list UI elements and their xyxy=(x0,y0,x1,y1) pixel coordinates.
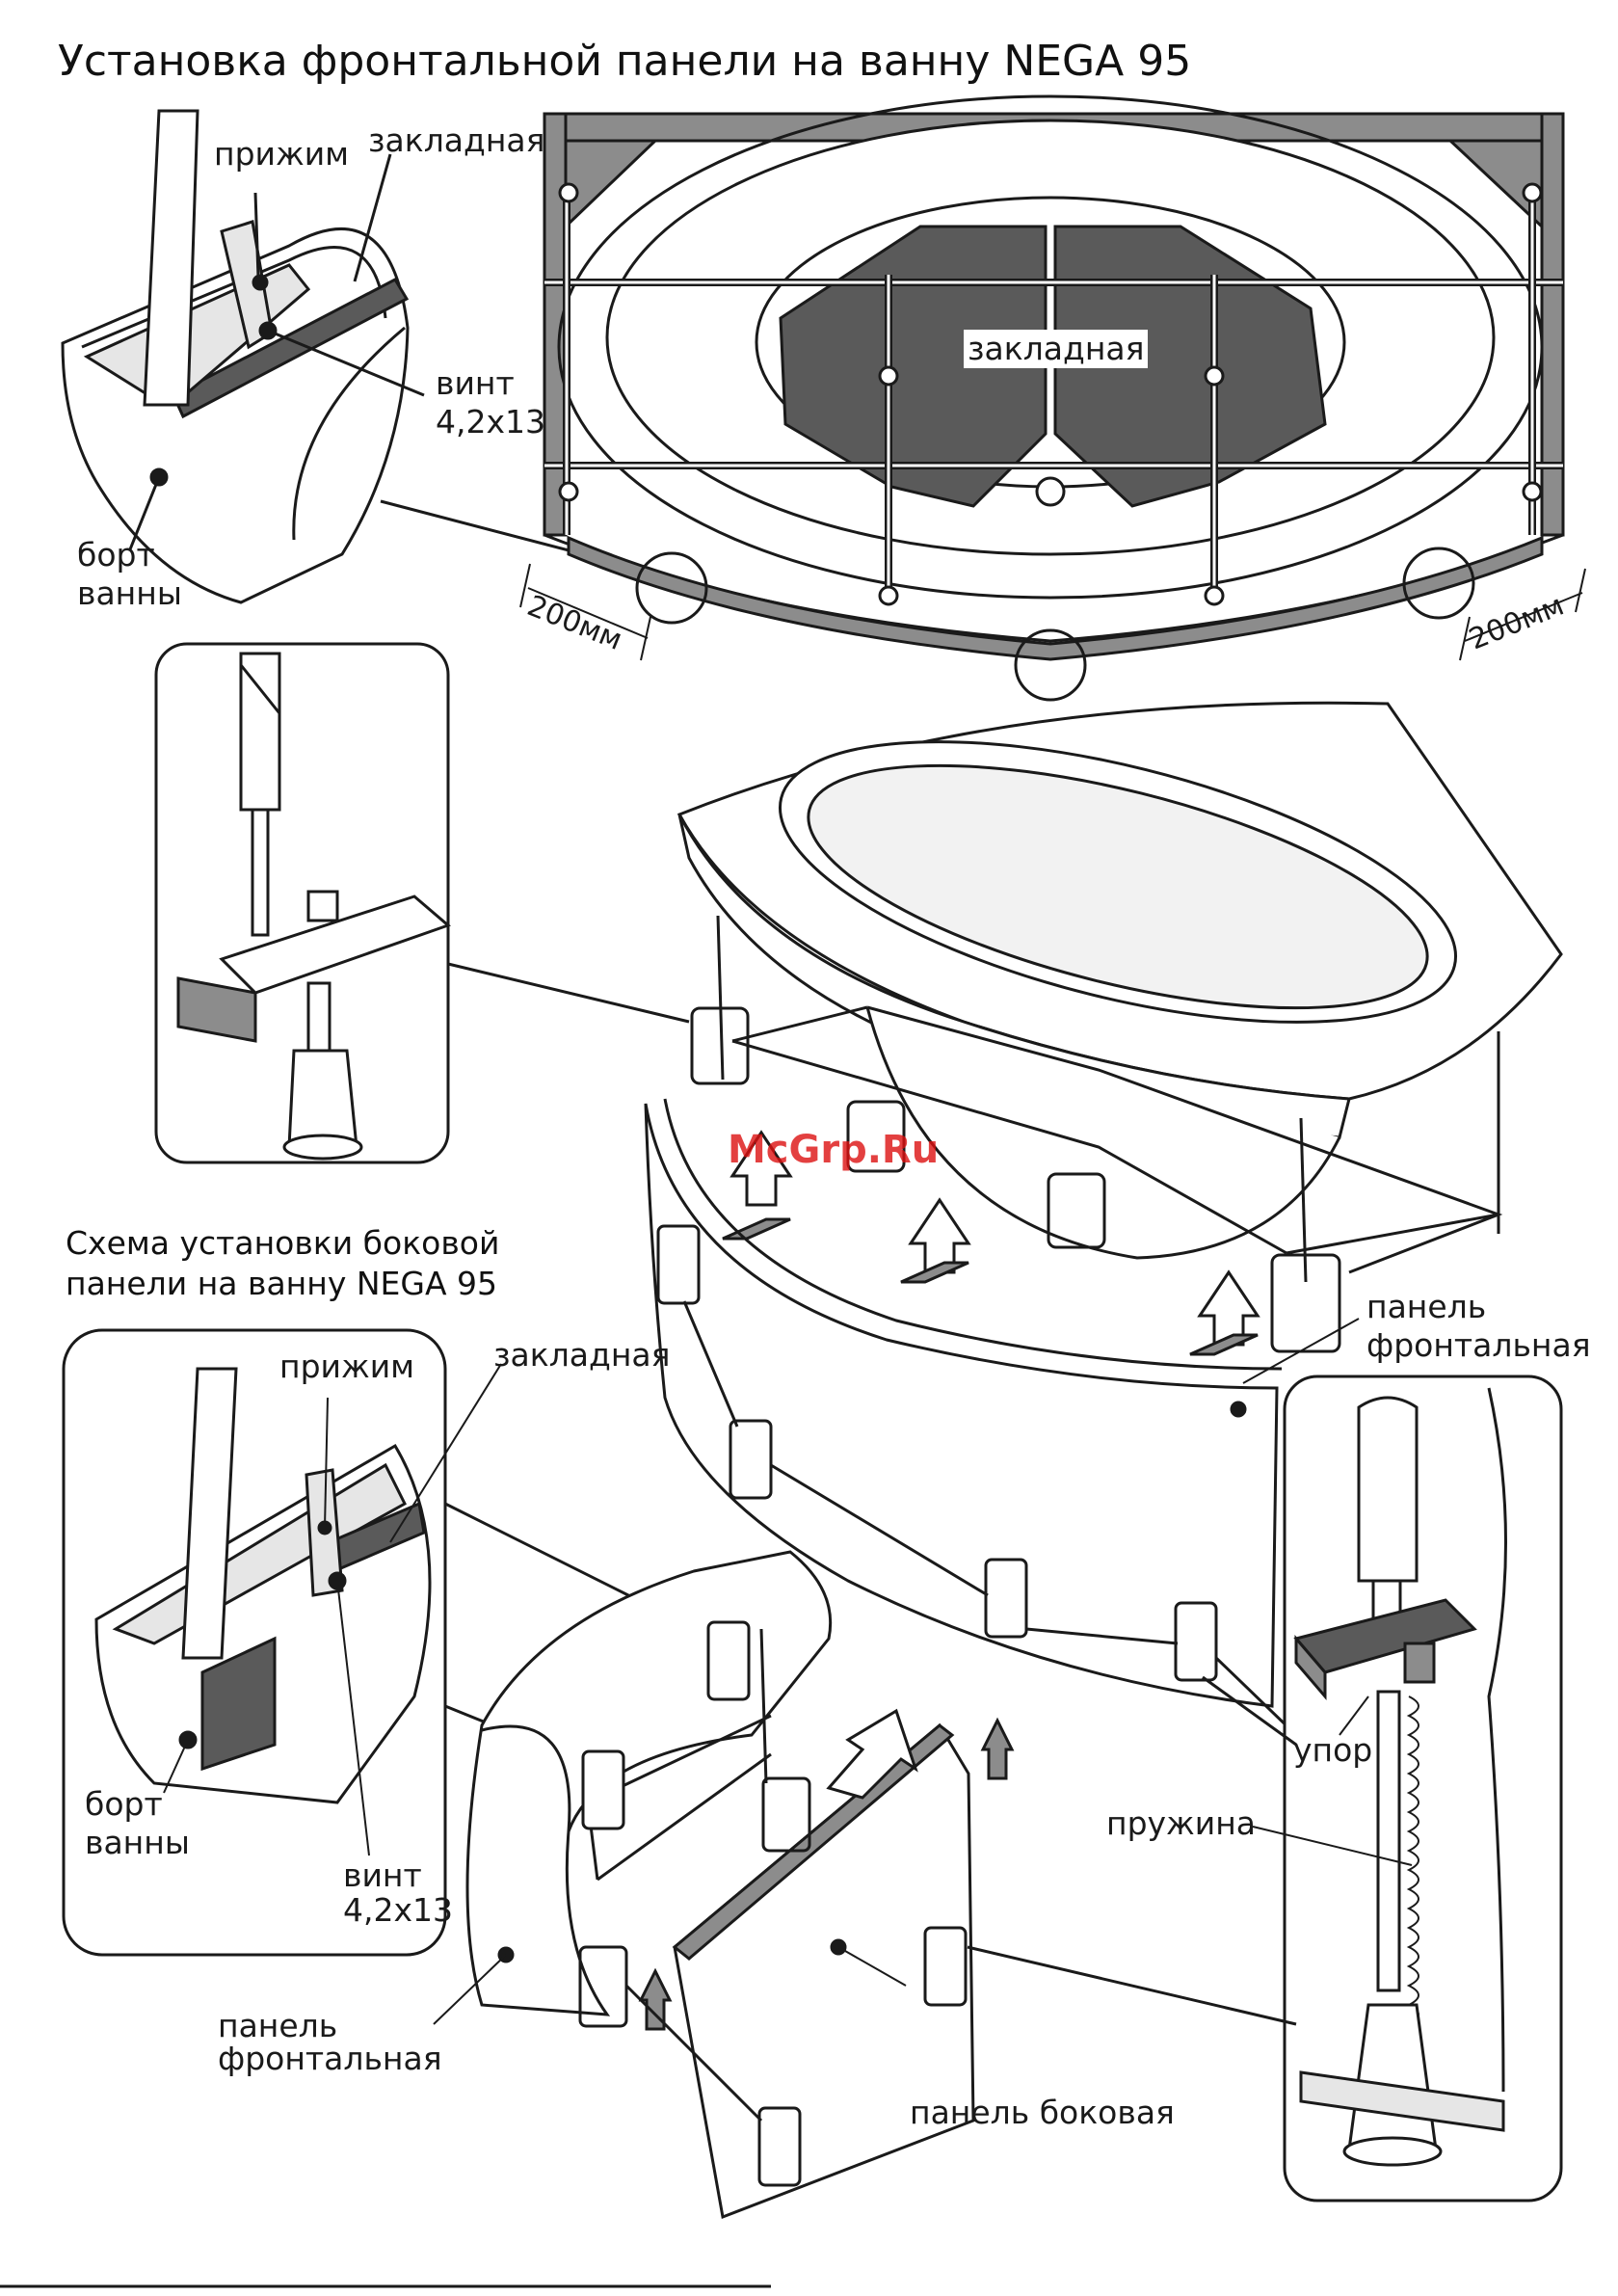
top-view-drain xyxy=(1037,478,1064,505)
top-view-left-band xyxy=(544,114,566,535)
label-rim-top-2: ванны xyxy=(77,574,182,613)
leg-foot xyxy=(1206,587,1223,604)
arrow-up-5 xyxy=(641,1971,670,2029)
detail-post xyxy=(145,111,198,405)
leg-foot xyxy=(1206,367,1223,385)
spring-detail xyxy=(1253,1376,1561,2201)
connector-leg xyxy=(448,964,689,1022)
bottom-clip-1 xyxy=(708,1622,749,1699)
label-screw-bl-2: 4,2x13 xyxy=(343,1891,453,1930)
spring-detail-pad xyxy=(1344,2138,1441,2165)
bottom-clip-4 xyxy=(759,2108,800,2185)
label-screw-top-1: винт xyxy=(436,364,515,403)
front-panel-dot xyxy=(1232,1402,1245,1416)
panel-clip-1 xyxy=(658,1226,699,1303)
label-front-panel-main-1: панель xyxy=(1366,1288,1486,1326)
label-screw-bl-1: винт xyxy=(343,1856,422,1895)
label-clamp-bl: прижим xyxy=(279,1348,414,1386)
leg-detail-spindle xyxy=(308,983,330,1051)
detail-clamp-dot xyxy=(253,276,267,289)
leg-detail xyxy=(156,644,448,1162)
label-rim-top-1: борт xyxy=(77,536,155,574)
leg-foot xyxy=(880,587,897,604)
top-view xyxy=(520,96,1585,700)
arrow-up-3-base xyxy=(1190,1335,1258,1354)
label-embed-bl: закладная xyxy=(493,1336,670,1375)
spring-detail-post xyxy=(1359,1398,1417,1581)
leg-detail-nut xyxy=(308,892,337,921)
subtitle-line2: панели на ванну NEGA 95 xyxy=(66,1265,497,1303)
label-side-panel: панель боковая xyxy=(910,2094,1175,2132)
spring-detail-shaft xyxy=(1378,1692,1399,1990)
spring-detail-clip xyxy=(1405,1643,1434,1682)
leg-foot xyxy=(560,483,577,500)
label-screw-top-2: 4,2x13 xyxy=(436,403,545,441)
panel-clip-4 xyxy=(1176,1603,1216,1680)
bottom-clip-2 xyxy=(583,1751,623,1829)
leg-detail-pad xyxy=(284,1135,361,1159)
label-embed-center: закладная xyxy=(964,330,1148,368)
label-spring: пружина xyxy=(1106,1804,1256,1843)
panel-clip-2 xyxy=(730,1421,771,1498)
leg-foot xyxy=(880,367,897,385)
leg-foot xyxy=(1524,483,1541,500)
bottom-clip-3 xyxy=(925,1928,966,2005)
label-rim-bl-2: ванны xyxy=(85,1824,190,1862)
label-rim-bl-1: борт xyxy=(85,1785,163,1824)
panel-clip-3 xyxy=(986,1560,1026,1637)
label-embed-top: закладная xyxy=(368,121,544,160)
arrow-up-2-base xyxy=(901,1263,968,1282)
label-front-panel-bottom-2: фронтальная xyxy=(218,2040,442,2078)
top-view-right-band xyxy=(1542,114,1563,535)
subtitle-line1: Схема установки боковой xyxy=(66,1224,499,1263)
leg-detail-rod xyxy=(252,810,268,935)
label-clamp-top: прижим xyxy=(214,135,349,174)
top-left-detail xyxy=(63,111,424,602)
watermark: McGrp.Ru xyxy=(728,1128,939,1172)
arrow-up-4 xyxy=(983,1721,1012,1778)
leg-detail-foot xyxy=(289,1051,357,1147)
leg-foot xyxy=(560,184,577,201)
label-front-panel-main-2: фронтальная xyxy=(1366,1326,1591,1365)
label-stop: упор xyxy=(1293,1731,1372,1770)
leg-detail-post xyxy=(241,654,279,810)
leg-foot xyxy=(1524,184,1541,201)
page-title: Установка фронтальной панели на ванну NE… xyxy=(58,37,1191,87)
